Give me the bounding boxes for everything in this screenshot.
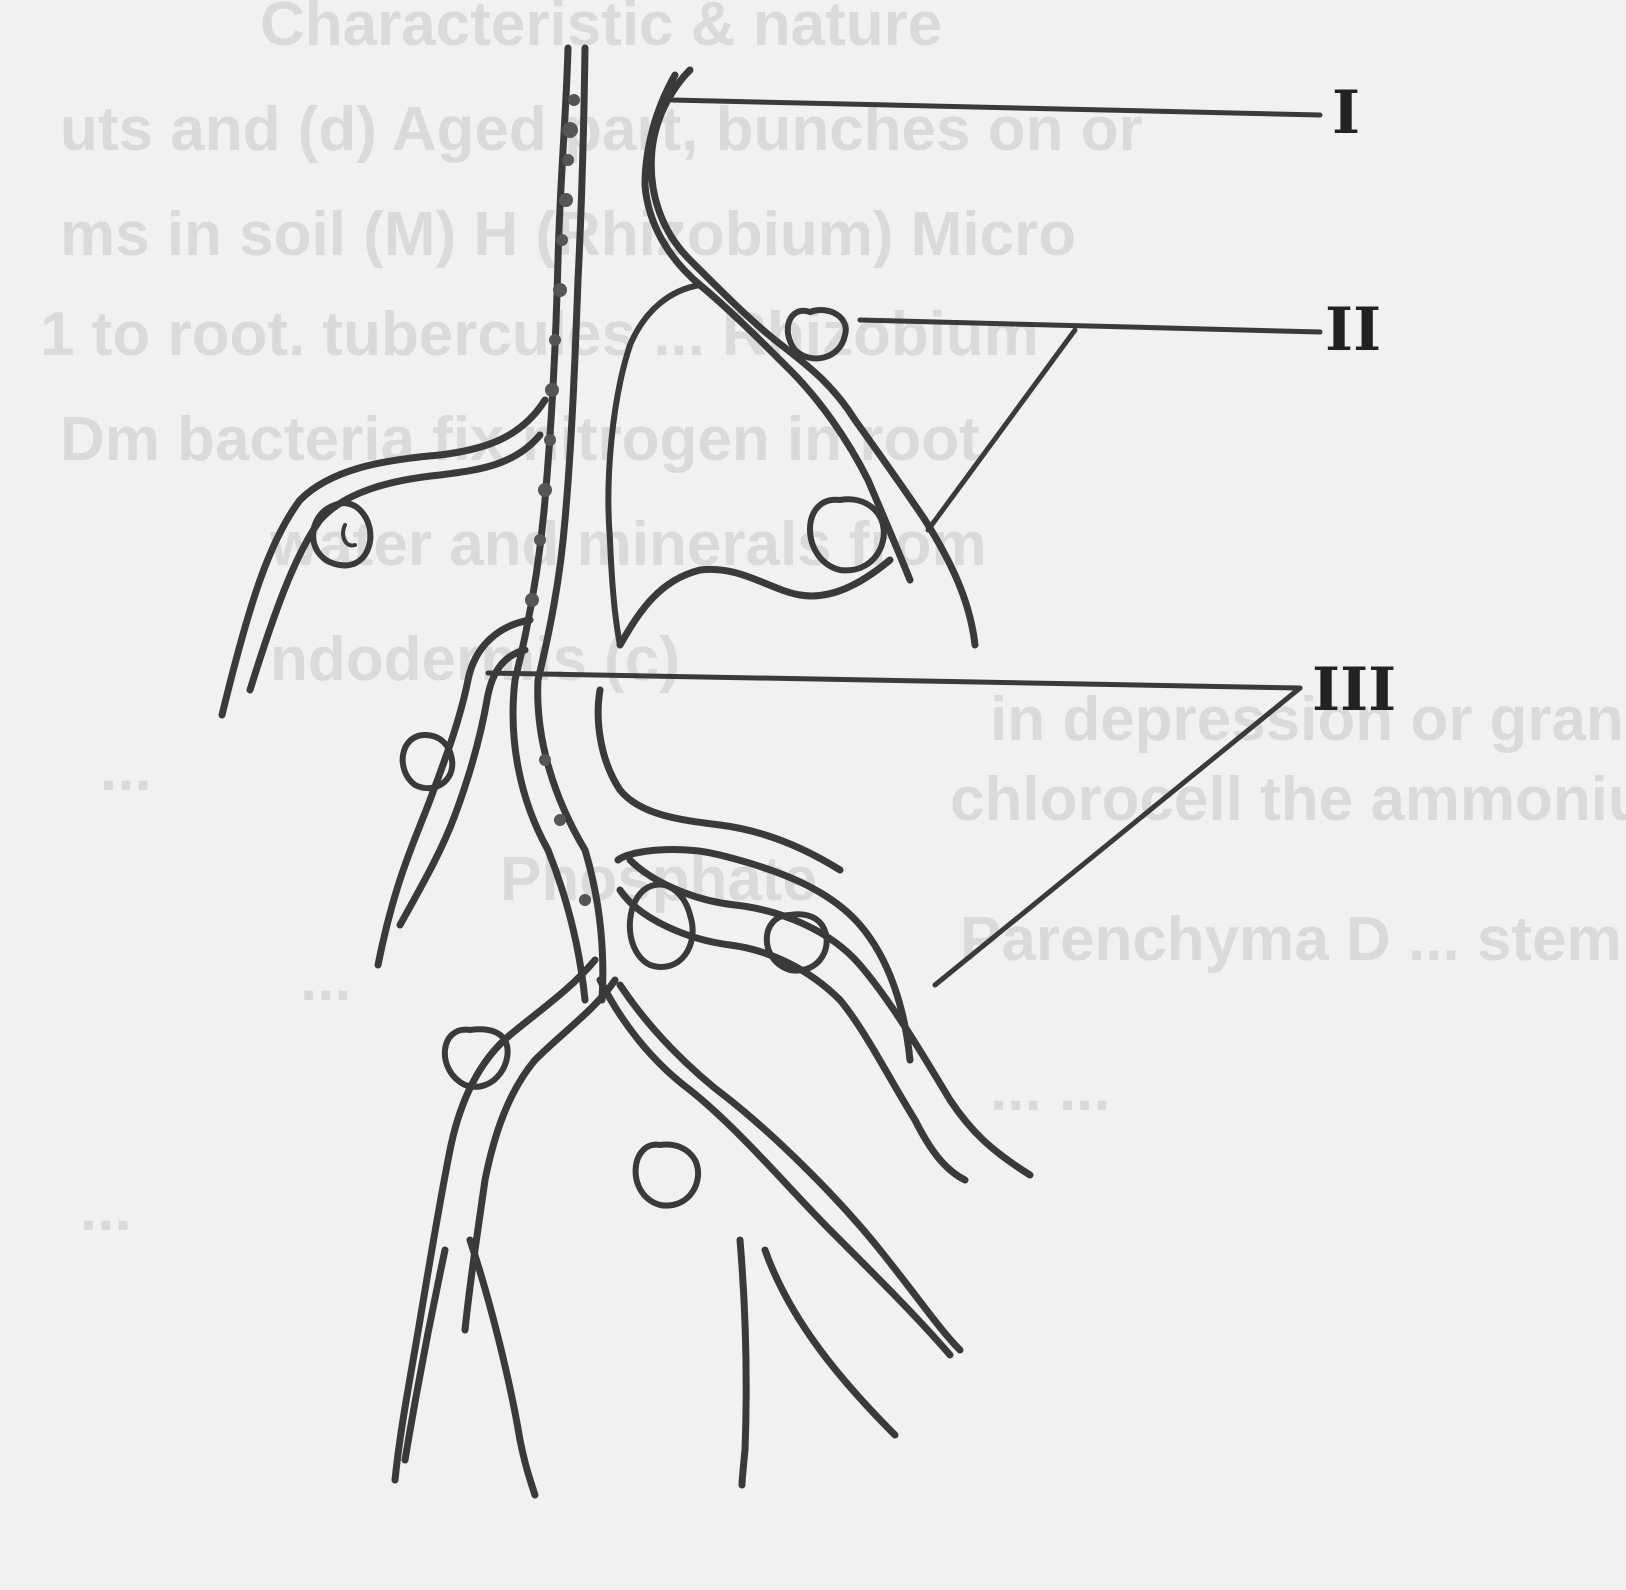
- label-iii: III: [1312, 655, 1396, 725]
- label-ii: II: [1325, 295, 1381, 365]
- primary-root: [509, 44, 607, 1004]
- label-pointer-lines: [485, 97, 1323, 988]
- bleed-line: ms in soil (M) H (Rhizobium) Micro: [60, 200, 1076, 269]
- lateral-root-upper-right: [605, 66, 979, 649]
- bleed-line: ... ...: [990, 1055, 1111, 1124]
- bleed-line: ...: [300, 945, 352, 1014]
- label-i: I: [1332, 78, 1360, 148]
- bleed-line: 1 to root. tubercules ... Rhizobium: [40, 300, 1039, 369]
- lower-root-branches: [391, 956, 964, 1499]
- bleed-line: in depression or grand: [990, 685, 1626, 754]
- bleed-line: chlorocell the ammonium: [950, 765, 1626, 834]
- lateral-root-lower-right: [616, 856, 1034, 1184]
- lateral-root-middle-left: [374, 616, 534, 969]
- lateral-root-upper-left: [218, 396, 549, 719]
- bleed-line: Characteristic & nature: [260, 0, 942, 59]
- bleed-line: Parenchyma D ... stem: [960, 905, 1622, 974]
- bleed-line: ...: [100, 735, 152, 804]
- bleed-line: ...: [80, 1175, 132, 1244]
- bleed-through-text: Characteristic & nature uts and (d) Aged…: [40, 0, 1626, 1244]
- central-root-bends: [594, 556, 914, 1064]
